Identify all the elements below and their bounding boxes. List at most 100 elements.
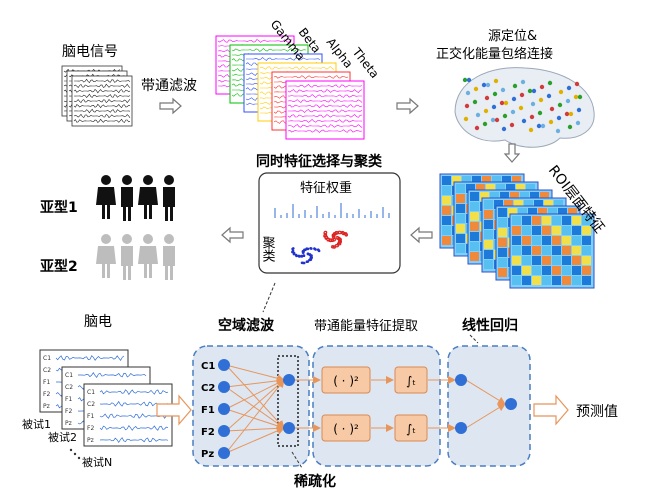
band-trace [288,109,363,113]
scatter-point-blue [309,247,312,250]
connection-edge [225,408,285,430]
brain-node [566,85,572,91]
roi-cell [500,192,509,201]
roi-cell [552,216,561,225]
roi-cell [498,208,507,217]
trace-channel-label: C2 [43,367,51,374]
brain-node [556,115,562,121]
integral-op-label: ∫ₜ [406,422,416,436]
scatter-point-blue [291,250,294,254]
roi-feature-stack [439,173,595,289]
trial-trace [78,372,147,379]
roi-cell [442,226,451,235]
scatter-point-red [332,245,337,249]
roi-cell [522,216,531,225]
brain-node [483,108,489,114]
roi-cell [552,236,561,245]
eeg-trace [73,118,131,124]
person-body [138,246,158,278]
roi-cell [502,176,511,185]
scatter-point-blue [295,254,298,258]
predicted-label: 预测值 [576,404,618,420]
joint-selection-title: 同时特征选择与聚类 [256,153,383,170]
roi-cell [484,200,493,209]
roi-cell [552,266,561,275]
brain-node [568,111,574,117]
roi-cell [568,208,577,217]
roi-cell [518,208,527,217]
brain-node [491,104,497,110]
brain-node [564,111,570,117]
trace-channel-label: Pz [43,403,50,410]
brain-node [499,100,505,106]
person-head [101,234,111,244]
scatter-point-blue [306,252,310,255]
roi-cell [512,276,521,285]
brain-node [573,94,579,100]
trial-trace [55,355,125,362]
brain-node [521,118,527,124]
roi-cell [532,246,541,255]
eeg-trace [73,93,131,98]
roi-cell [522,276,531,285]
eeg-signal-stack [61,65,133,127]
subtype2-label: 亚型2 [40,258,78,275]
scatter-point-blue [305,247,309,250]
roi-cell [542,246,551,255]
brain-node [575,120,581,126]
connection-edge [225,379,285,454]
connection-edge [465,403,506,429]
roi-cell [482,176,491,185]
linear-regression-label: 线性回归 [462,317,518,334]
roi-cell [484,230,493,239]
roi-cell [486,184,495,193]
roi-cell [540,192,549,201]
band-trace [287,104,363,109]
band-trace [287,114,363,118]
eeg-trace [73,88,131,94]
regression-input-node [455,374,467,386]
trial-trace [99,424,169,431]
roi-cell [552,246,561,255]
roi-cell [582,216,591,225]
brain-node [475,112,481,118]
connection-edge [225,424,285,433]
band-trace [287,89,363,94]
roi-cell [470,242,479,251]
roi-cell [532,236,541,245]
sparsify-label: 稀疏化 [294,473,336,490]
band-filtered-stack [215,35,365,140]
person-head [122,234,132,244]
brain-node [576,107,582,113]
roi-cell [542,216,551,225]
roi-cell [490,192,499,201]
feature-weight-label: 特征权重 [300,180,352,196]
roi-cell [498,258,507,267]
roi-cell [522,236,531,245]
band-trace [217,39,293,44]
gray-arrow-1 [159,97,182,115]
person-head [143,175,153,185]
roi-cell [484,250,493,259]
connection-edge [225,364,285,383]
roi-cell [498,268,507,277]
roi-cell [512,226,521,235]
big-arrow-in [156,394,192,426]
integral-op-box [394,366,428,394]
square-op-label: ( · )² [333,422,359,436]
roi-cell [522,226,531,235]
trial-label-n: 被试N [82,456,112,469]
brain-node [567,124,573,130]
brain-node [574,81,580,87]
input-node [218,447,230,459]
eeg-label: 脑电 [84,314,112,330]
roi-cell [582,256,591,265]
brain-node [537,110,543,116]
trial-label-1: 被试1 [22,418,51,431]
pointer-line-1 [262,282,276,313]
scatter-point-red [331,234,336,239]
roi-cell [522,266,531,275]
roi-cell [470,212,479,221]
brain-node [500,87,506,93]
